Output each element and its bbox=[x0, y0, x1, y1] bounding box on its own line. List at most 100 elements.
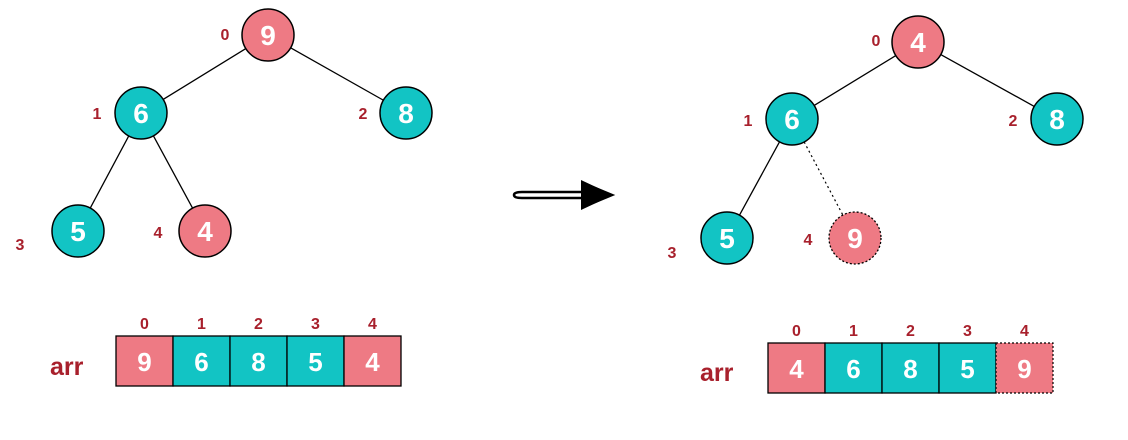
array-cell-4: 94 bbox=[995, 323, 1054, 394]
node-circle bbox=[765, 92, 819, 146]
array-cell-2: 82 bbox=[881, 323, 940, 394]
node-circle bbox=[51, 204, 105, 258]
tree-edges bbox=[89, 47, 384, 209]
array-cell-1: 61 bbox=[824, 323, 883, 394]
array-index-label: 0 bbox=[140, 316, 149, 333]
tree-node-0: 90 bbox=[221, 8, 295, 62]
tree-node-2: 82 bbox=[1009, 92, 1084, 146]
array-cell-value: 6 bbox=[846, 354, 860, 384]
tree-edge-1-3 bbox=[738, 141, 781, 216]
node-circle bbox=[1030, 92, 1084, 146]
array-index-label: 4 bbox=[1020, 323, 1029, 340]
node-index-label: 2 bbox=[1009, 113, 1018, 130]
array-index-label: 1 bbox=[197, 316, 206, 333]
array-cell-value: 9 bbox=[1017, 354, 1031, 384]
node-value: 4 bbox=[910, 27, 926, 58]
array-cell-value: 8 bbox=[903, 354, 917, 384]
array-cell-3: 53 bbox=[938, 323, 997, 394]
node-index-label: 3 bbox=[16, 237, 25, 254]
node-circle bbox=[178, 204, 232, 258]
tree-node-1: 61 bbox=[93, 86, 168, 140]
tree-edge-1-4 bbox=[803, 141, 844, 216]
node-value: 9 bbox=[847, 223, 863, 254]
node-circle bbox=[241, 8, 295, 62]
node-value: 5 bbox=[719, 223, 735, 254]
node-index-label: 4 bbox=[804, 232, 813, 249]
array-index-label: 0 bbox=[792, 323, 801, 340]
tree-node-4: 94 bbox=[804, 211, 882, 265]
array-cell-value: 5 bbox=[308, 347, 322, 377]
array-cell-value: 6 bbox=[194, 347, 208, 377]
node-index-label: 3 bbox=[668, 245, 677, 262]
array-cell-box bbox=[172, 335, 231, 387]
tree-node-3: 53 bbox=[668, 211, 754, 265]
node-value: 8 bbox=[1049, 104, 1065, 135]
array-cell-2: 82 bbox=[229, 316, 288, 387]
node-value: 5 bbox=[70, 216, 86, 247]
array-cell-box bbox=[343, 335, 402, 387]
node-circle bbox=[114, 86, 168, 140]
array-index-label: 4 bbox=[368, 316, 377, 333]
array-index-label: 3 bbox=[963, 323, 972, 340]
tree-node-2: 82 bbox=[359, 86, 433, 140]
tree-node-1: 61 bbox=[744, 92, 819, 146]
array-cell-box bbox=[824, 342, 883, 394]
array-cell-value: 8 bbox=[251, 347, 265, 377]
tree-edge-0-2 bbox=[940, 54, 1035, 107]
array-index-label: 2 bbox=[254, 316, 263, 333]
tree-edge-0-1 bbox=[162, 48, 247, 100]
array-cell-box bbox=[938, 342, 997, 394]
tree-edge-1-4 bbox=[152, 135, 194, 209]
array-cell-value: 9 bbox=[137, 347, 151, 377]
node-index-label: 1 bbox=[93, 106, 102, 123]
node-index-label: 0 bbox=[221, 27, 230, 44]
node-index-label: 2 bbox=[359, 106, 368, 123]
node-value: 4 bbox=[197, 216, 213, 247]
node-value: 6 bbox=[784, 104, 800, 135]
node-index-label: 1 bbox=[744, 113, 753, 130]
node-value: 8 bbox=[398, 98, 414, 129]
array-cell-0: 40 bbox=[767, 323, 826, 394]
array-cell-value: 4 bbox=[365, 347, 380, 377]
tree-edges bbox=[738, 54, 1035, 216]
array-cell-box bbox=[995, 342, 1054, 394]
tree-node-4: 44 bbox=[154, 204, 232, 258]
tree-node-3: 53 bbox=[16, 204, 105, 258]
tree-node-0: 40 bbox=[872, 15, 945, 69]
array-index-label: 1 bbox=[849, 323, 858, 340]
arrow-head bbox=[581, 180, 613, 210]
transition-arrow bbox=[512, 180, 616, 210]
node-index-label: 0 bbox=[872, 33, 881, 50]
array-cell-box bbox=[115, 335, 174, 387]
array-cell-box bbox=[767, 342, 826, 394]
array-cell-box bbox=[881, 342, 940, 394]
node-circle bbox=[891, 15, 945, 69]
node-value: 6 bbox=[133, 98, 149, 129]
node-circle bbox=[700, 211, 754, 265]
array-label: arr bbox=[700, 359, 734, 387]
array-label: arr bbox=[50, 353, 84, 381]
array-cell-box bbox=[286, 335, 345, 387]
array-cell-1: 61 bbox=[172, 316, 231, 387]
array-cell-value: 5 bbox=[960, 354, 974, 384]
node-value: 9 bbox=[260, 20, 276, 51]
node-index-label: 4 bbox=[154, 225, 163, 242]
array-cell-box bbox=[229, 335, 288, 387]
tree-edge-0-2 bbox=[290, 47, 384, 101]
array-index-label: 3 bbox=[311, 316, 320, 333]
tree-edge-0-1 bbox=[813, 55, 897, 106]
array-cell-value: 4 bbox=[789, 354, 804, 384]
array-cell-3: 53 bbox=[286, 316, 345, 387]
array-cell-0: 90 bbox=[115, 316, 174, 387]
array-index-label: 2 bbox=[906, 323, 915, 340]
node-circle bbox=[828, 211, 882, 265]
array-cell-4: 44 bbox=[343, 316, 402, 387]
node-circle bbox=[379, 86, 433, 140]
